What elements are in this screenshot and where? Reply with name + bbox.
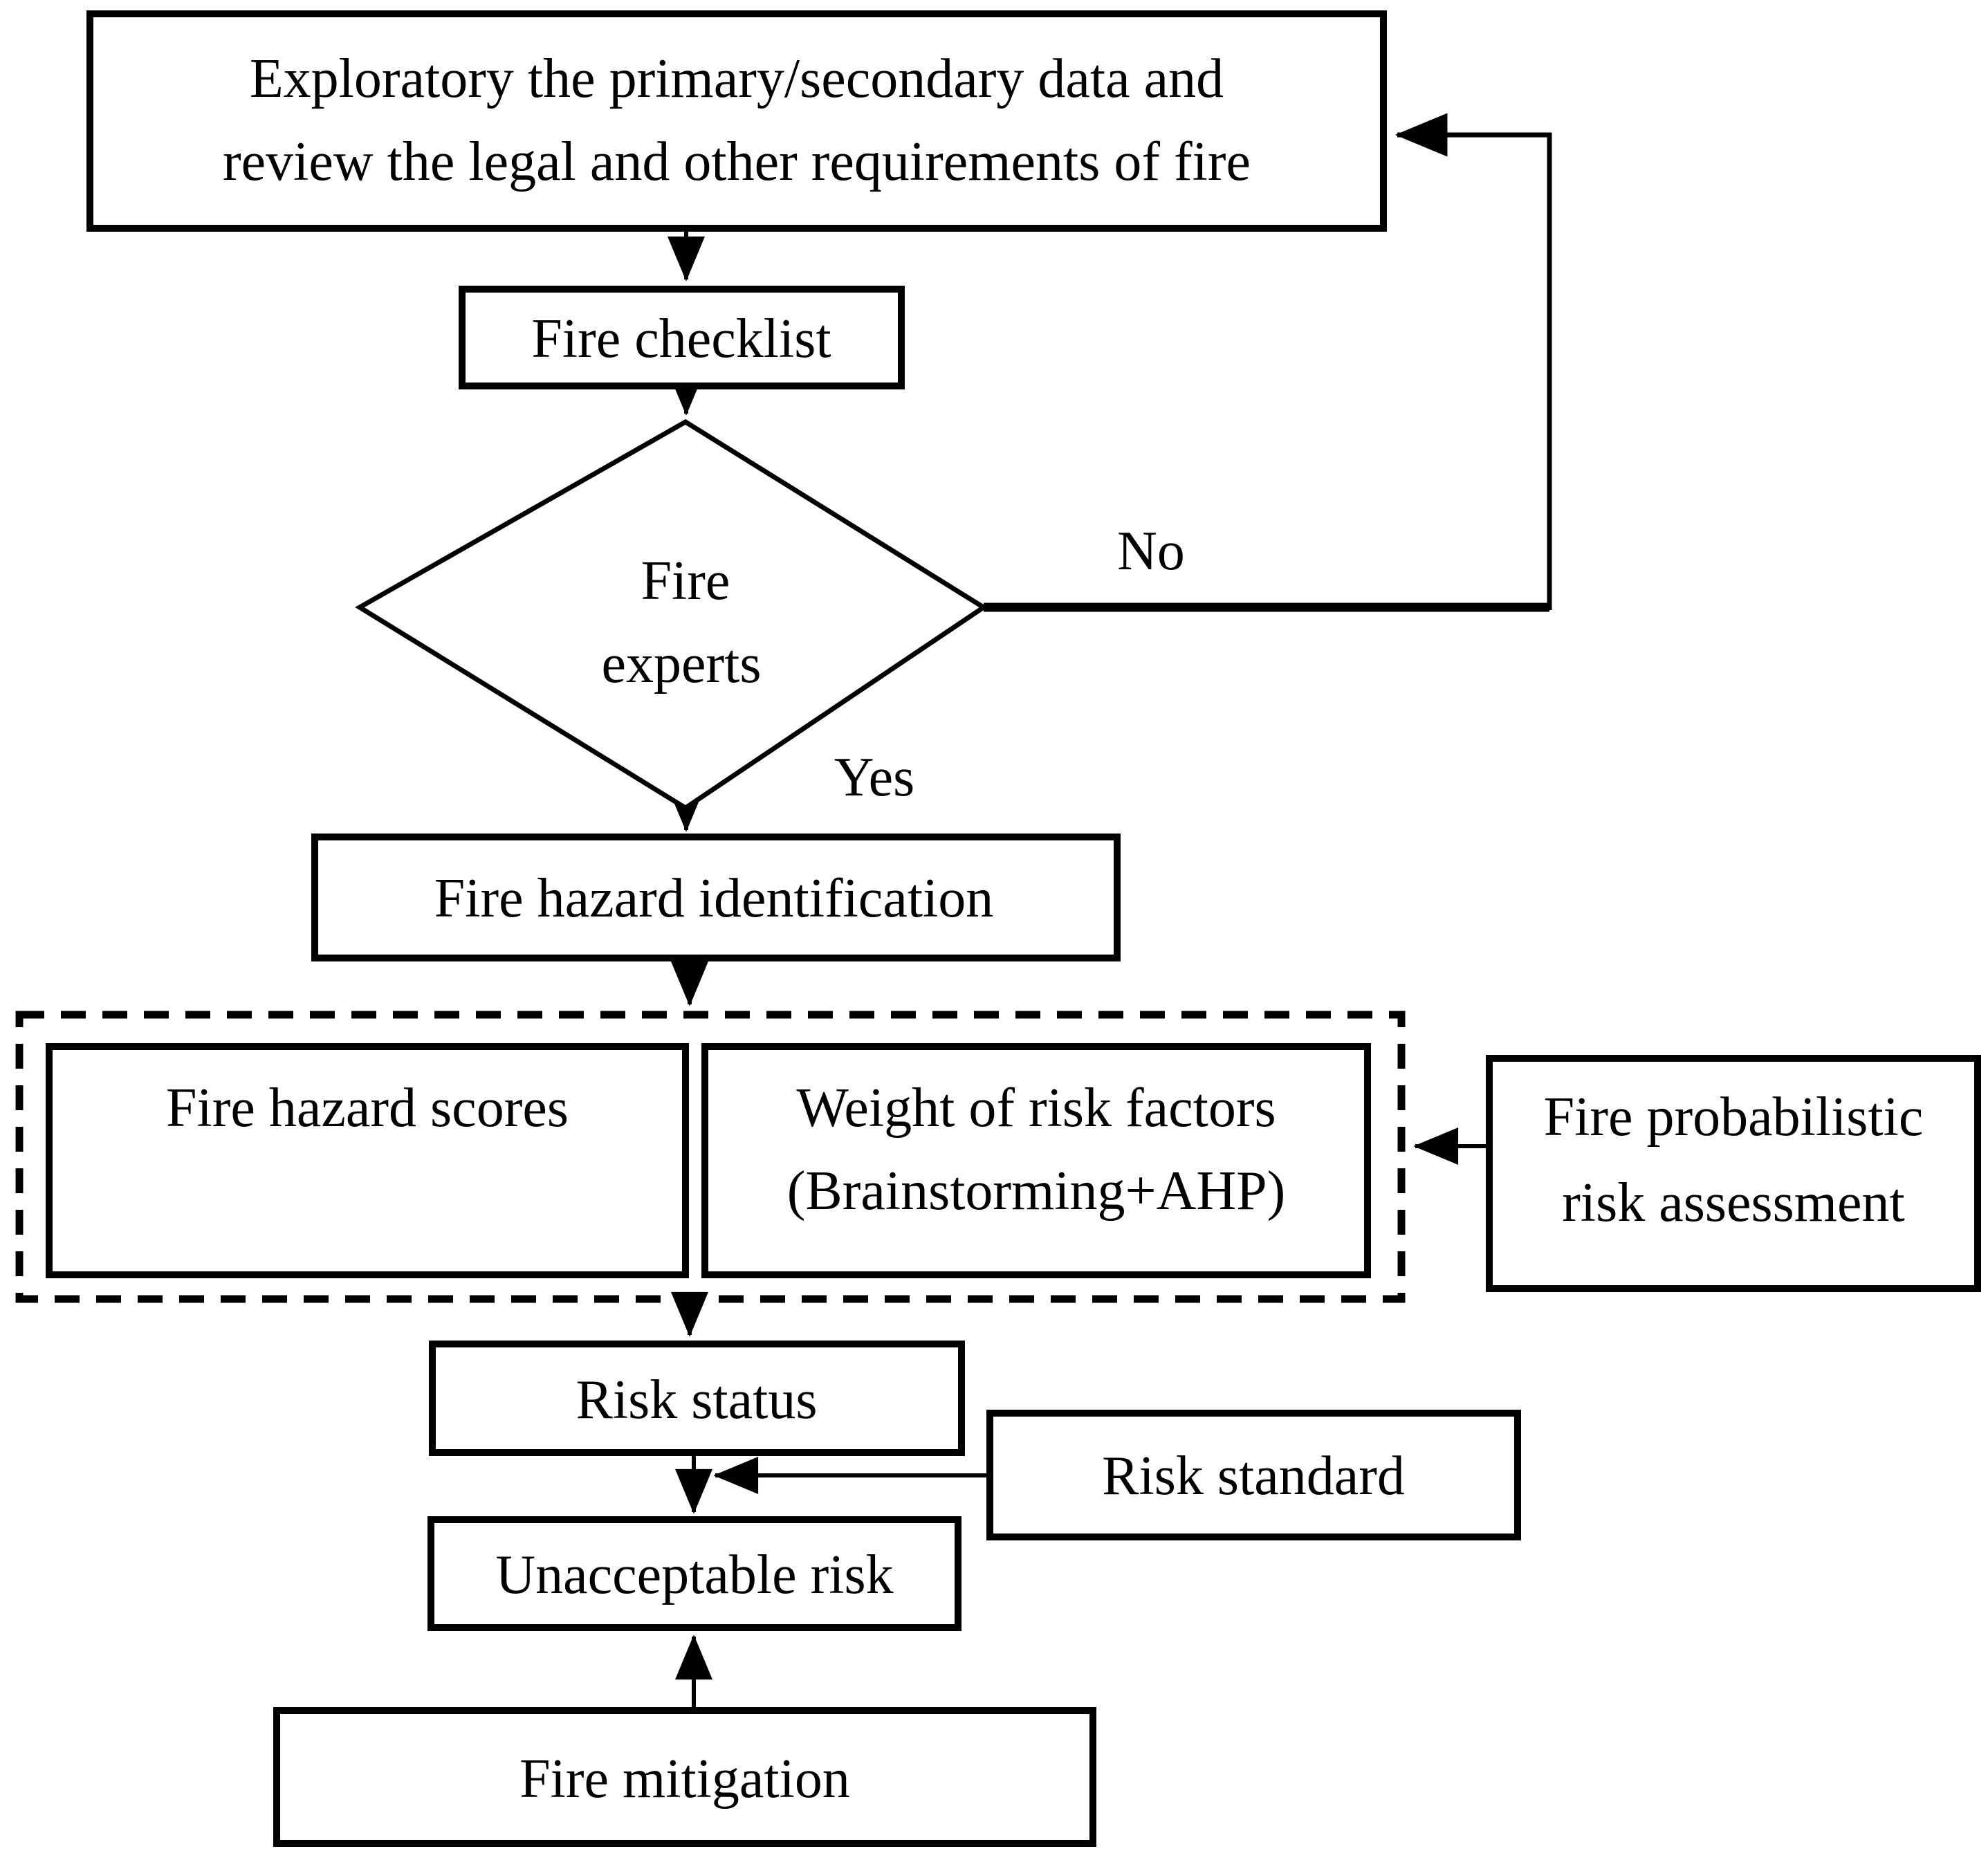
unacceptable-label: Unacceptable risk xyxy=(495,1545,893,1605)
edge-label-no: No xyxy=(1117,521,1185,582)
node-probabilistic: Fire probabilistic risk assessment xyxy=(1486,1055,1981,1292)
node-experts-decision: Fire experts xyxy=(355,418,988,811)
mitigation-box xyxy=(273,1707,1096,1847)
experts-diamond xyxy=(355,418,988,811)
hazard-scores-label: Fire hazard scores xyxy=(166,1078,569,1139)
edge-no-return-to-explore xyxy=(1395,113,1552,610)
experts-label-line-1: Fire xyxy=(641,551,730,611)
edge-label-yes: Yes xyxy=(834,747,914,808)
node-hazard-scores: Fire hazard scores xyxy=(46,1043,689,1278)
hazard-identification-label: Fire hazard identification xyxy=(434,868,994,929)
explore-box xyxy=(86,10,1387,232)
node-weight-factors: Weight of risk factors (Brainstorming+AH… xyxy=(701,1043,1371,1278)
node-mitigation: Fire mitigation xyxy=(273,1707,1096,1847)
node-risk-status: Risk status xyxy=(429,1341,965,1456)
hazard-identification-box xyxy=(311,834,1121,961)
risk-status-label: Risk status xyxy=(576,1370,818,1430)
mitigation-label: Fire mitigation xyxy=(519,1749,850,1809)
experts-label-line-2: experts xyxy=(601,634,761,694)
node-risk-standard: Risk standard xyxy=(986,1410,1521,1540)
node-checklist: Fire checklist xyxy=(459,286,905,389)
explore-label-line-2: review the legal and other requirements … xyxy=(223,131,1251,192)
probabilistic-box xyxy=(1486,1055,1981,1292)
edges xyxy=(668,113,1552,1711)
explore-label-line-1: Exploratory the primary/secondary data a… xyxy=(250,48,1224,109)
weight-factors-label-line-2: (Brainstorming+AHP) xyxy=(787,1161,1286,1222)
node-explore: Exploratory the primary/secondary data a… xyxy=(86,10,1387,232)
node-hazard-identification: Fire hazard identification xyxy=(311,834,1121,961)
weight-factors-box xyxy=(701,1043,1371,1278)
risk-standard-label: Risk standard xyxy=(1102,1446,1405,1507)
node-unacceptable: Unacceptable risk xyxy=(427,1516,961,1631)
hazard-scores-box xyxy=(46,1043,689,1278)
probabilistic-label-line-1: Fire probabilistic xyxy=(1544,1087,1924,1148)
unacceptable-box xyxy=(427,1516,961,1631)
probabilistic-label-line-2: risk assessment xyxy=(1562,1172,1905,1233)
checklist-box xyxy=(459,286,905,389)
risk-standard-box xyxy=(986,1410,1521,1540)
checklist-label: Fire checklist xyxy=(531,308,831,369)
risk-status-box xyxy=(429,1341,965,1456)
weight-factors-label-line-1: Weight of risk factors xyxy=(796,1078,1276,1139)
